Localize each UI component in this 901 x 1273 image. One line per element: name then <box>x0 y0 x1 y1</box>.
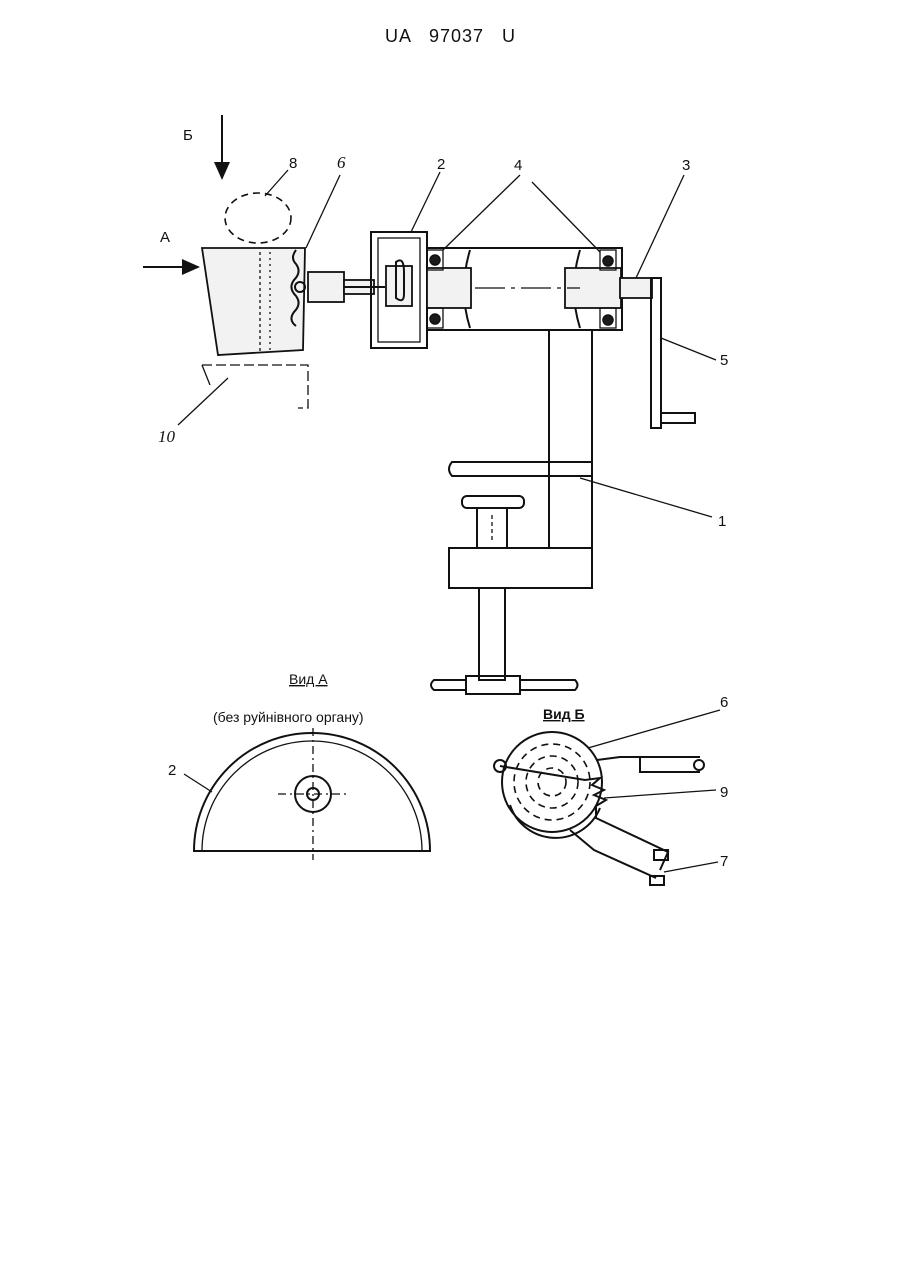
label-8: 8 <box>289 155 297 172</box>
leader-line-view-b-6 <box>588 710 720 748</box>
leader-line-4b <box>532 182 600 252</box>
view-b-label-7: 7 <box>720 853 728 870</box>
leader-line-8 <box>265 170 288 196</box>
main-cylinder <box>427 248 622 330</box>
view-b-label-9: 9 <box>720 784 728 801</box>
crank-handle-5 <box>651 278 695 428</box>
leader-line-10 <box>178 378 228 425</box>
arrow-a-label: А <box>160 229 170 246</box>
label-3: 3 <box>682 157 690 174</box>
dashed-part-circle <box>225 193 291 243</box>
view-b-label-6: 6 <box>720 694 728 711</box>
leader-line-4a <box>443 175 520 250</box>
view-b-assembly <box>494 732 704 885</box>
grinding-bowl <box>202 248 305 355</box>
arrow-b-label: Б <box>183 127 193 144</box>
leader-line-view-a-2 <box>184 774 212 792</box>
leader-line-6 <box>306 175 340 248</box>
label-1: 1 <box>718 513 726 530</box>
base-stand <box>202 365 308 408</box>
output-shaft <box>620 278 652 298</box>
view-a-label-2: 2 <box>168 762 176 779</box>
frame-clamp-1 <box>431 330 592 694</box>
leader-line-1 <box>580 478 712 517</box>
label-2: 2 <box>437 156 445 173</box>
label-10: 10 <box>158 427 176 446</box>
view-a-subtitle: (без руйнівного органу) <box>213 709 364 725</box>
label-5: 5 <box>720 352 728 369</box>
leader-line-view-b-9 <box>604 790 716 798</box>
view-a-housing <box>194 728 430 860</box>
view-b-title: Вид Б <box>543 706 585 722</box>
view-a-title: Вид А <box>289 671 328 687</box>
leader-line-2 <box>411 172 440 232</box>
leader-line-view-b-7 <box>664 862 718 872</box>
leader-line-3 <box>636 175 684 278</box>
coupling-shaft <box>308 272 385 302</box>
housing-2 <box>371 232 427 348</box>
leader-line-5 <box>661 338 716 360</box>
label-6: 6 <box>337 153 346 172</box>
label-4: 4 <box>514 157 522 174</box>
